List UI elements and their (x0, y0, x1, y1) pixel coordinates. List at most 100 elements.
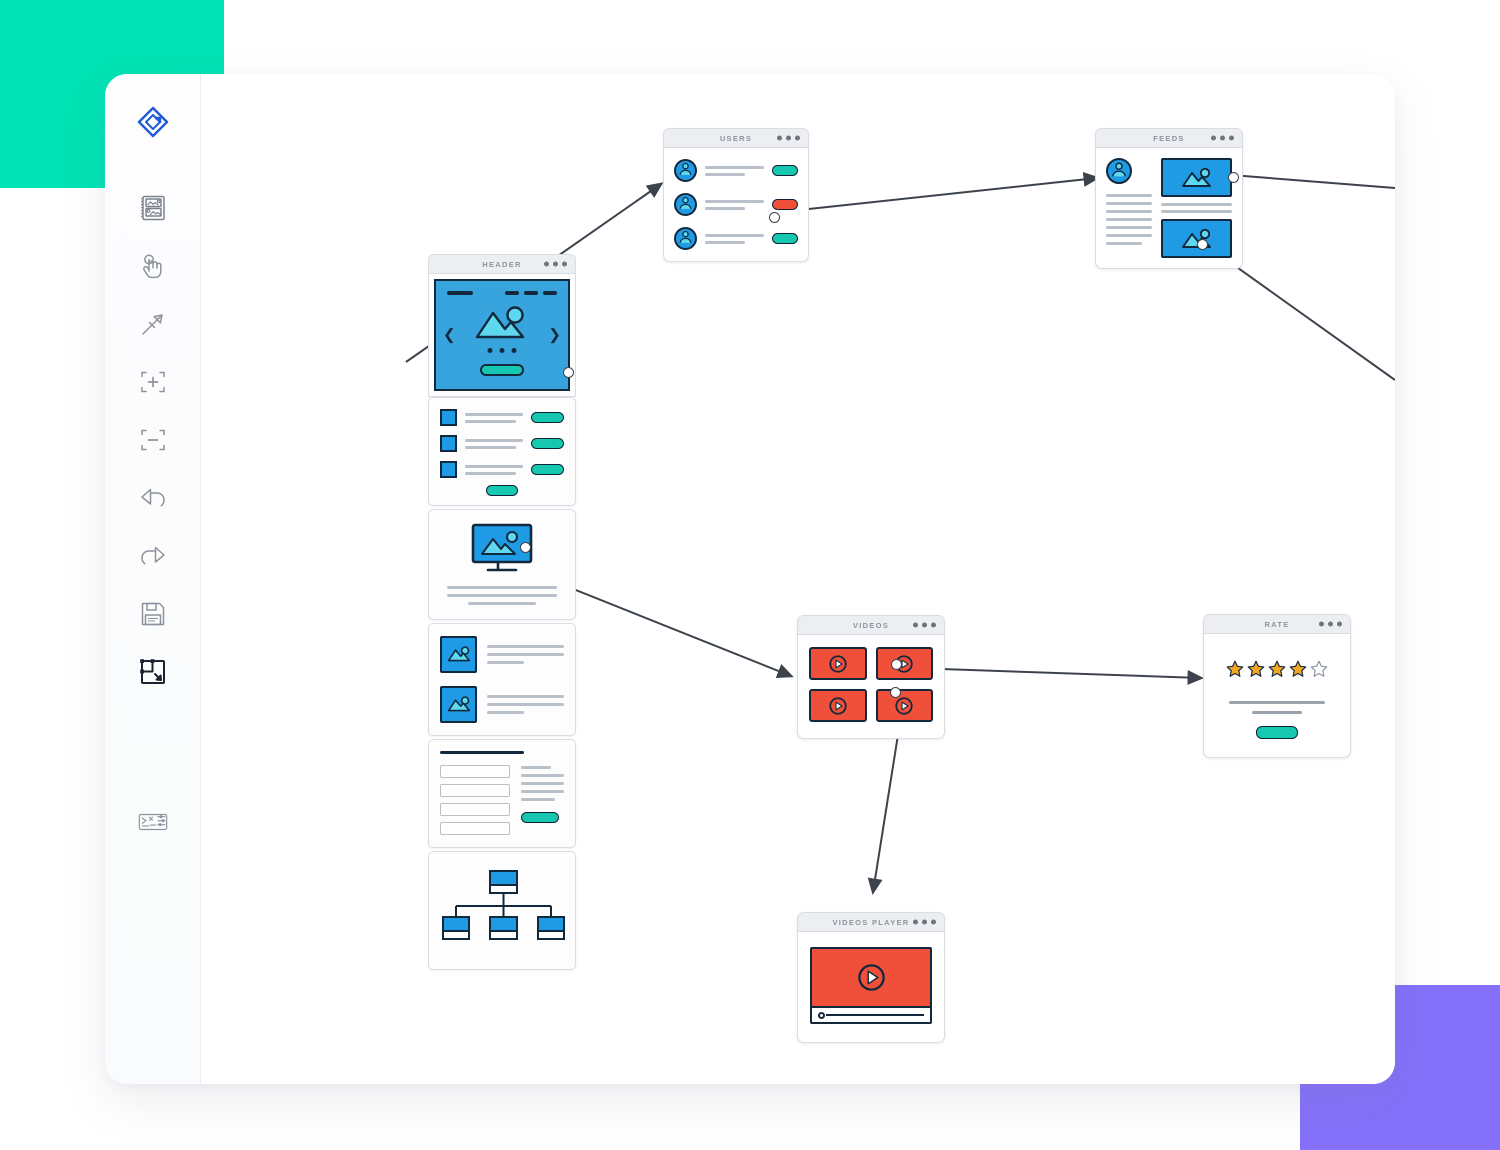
star-empty-icon[interactable] (1310, 660, 1328, 678)
monitor-connector-handle[interactable] (520, 542, 531, 553)
videos-player-titlebar: VIDEOS PLAYER (798, 913, 944, 932)
videos-connector-handle-player[interactable] (889, 687, 901, 698)
phone-section-media-list[interactable] (428, 623, 576, 736)
window-dots-icon (1319, 621, 1342, 627)
window-dots-icon (544, 261, 567, 267)
rate-title: RATE (1264, 619, 1290, 629)
media-thumbnail-icon (440, 636, 477, 673)
undo-arrow-icon[interactable] (127, 472, 179, 524)
videos-body (798, 635, 944, 738)
star-filled-icon[interactable] (1247, 660, 1265, 678)
phone-section-sitemap-tree[interactable] (428, 851, 576, 970)
sitemap-tree-icon (442, 870, 565, 940)
star-filled-icon[interactable] (1289, 660, 1307, 678)
hero-logo-bar (447, 291, 473, 295)
avatar-icon (1106, 158, 1132, 184)
videos-player-body (798, 932, 944, 1042)
star-filled-icon[interactable] (1268, 660, 1286, 678)
form-input-field[interactable] (440, 784, 510, 797)
list-square-icon (440, 409, 457, 426)
video-tile[interactable] (809, 689, 867, 722)
icon-list-more-button[interactable] (486, 485, 518, 496)
star-filled-icon[interactable] (1226, 660, 1244, 678)
logo-diamond-icon[interactable] (127, 96, 179, 148)
avatar-icon (674, 159, 697, 182)
phone-section-monitor-feature[interactable] (428, 509, 576, 620)
user-status-button[interactable] (772, 233, 798, 244)
video-scrubber[interactable] (812, 1006, 930, 1022)
hand-pointer-icon[interactable] (127, 240, 179, 292)
carousel-next-icon[interactable]: ❯ (548, 326, 561, 344)
card-feeds[interactable]: FEEDS (1095, 128, 1243, 269)
user-status-button[interactable] (772, 165, 798, 176)
arrow-cursor-icon[interactable] (127, 298, 179, 350)
rate-submit-button[interactable] (1256, 726, 1298, 739)
form-input-field[interactable] (440, 765, 510, 778)
floppy-disk-icon[interactable] (127, 588, 179, 640)
users-connector-handle[interactable] (769, 212, 780, 223)
video-tile[interactable] (809, 647, 867, 680)
user-status-button[interactable] (772, 199, 798, 210)
redo-arrow-icon[interactable] (127, 530, 179, 582)
user-row (674, 227, 798, 250)
video-tile[interactable] (875, 647, 933, 680)
phone-section-hero-carousel[interactable]: HEADER ❮ ❯ (428, 254, 576, 397)
hero-titlebar: HEADER (429, 255, 575, 274)
user-row (674, 193, 798, 223)
media-thumbnail-icon (440, 686, 477, 723)
scrubber-handle[interactable] (818, 1011, 825, 1019)
feeds-connector-handle-top[interactable] (1228, 172, 1239, 183)
scrubber-track[interactable] (826, 1014, 924, 1016)
card-users[interactable]: USERS (663, 128, 809, 262)
video-player[interactable] (810, 947, 932, 1024)
form-input-field[interactable] (440, 822, 510, 835)
card-videos-player[interactable]: VIDEOS PLAYER (797, 912, 945, 1043)
phone-section-icon-list[interactable] (428, 397, 576, 506)
feeds-body (1096, 148, 1242, 268)
edge-videos-to-rate (912, 667, 1204, 686)
edge-feeds-to-right-top (1230, 174, 1395, 189)
design-canvas[interactable]: HEADER ❮ ❯ (201, 74, 1395, 1084)
avatar-icon (674, 193, 697, 216)
feeds-titlebar: FEEDS (1096, 129, 1242, 148)
window-dots-icon (913, 622, 936, 628)
toolbar-sidebar (105, 74, 201, 1084)
card-rate[interactable]: RATE (1203, 614, 1351, 758)
videos-connector-handle-rate[interactable] (890, 659, 902, 670)
form-input-field[interactable] (440, 803, 510, 816)
phone-section-contact-form[interactable] (428, 739, 576, 848)
hero-connector-handle[interactable] (563, 367, 574, 378)
list-square-icon (440, 435, 457, 452)
row-action-button[interactable] (531, 412, 564, 423)
videos-titlebar: VIDEOS (798, 616, 944, 635)
resize-frame-icon[interactable] (127, 646, 179, 698)
form-heading-bar (440, 751, 525, 754)
users-body (664, 148, 808, 261)
video-tile[interactable] (875, 687, 933, 722)
list-square-icon (440, 461, 457, 478)
monitor-icon (471, 523, 533, 572)
edge-videos-to-player (867, 715, 902, 895)
star-rating[interactable] (1218, 660, 1336, 678)
video-stage[interactable] (812, 949, 930, 1006)
carousel-prev-icon[interactable]: ❮ (443, 326, 456, 344)
row-action-button[interactable] (531, 464, 564, 475)
videos-player-title: VIDEOS PLAYER (832, 917, 910, 927)
user-row (674, 159, 798, 182)
media-list-row (440, 636, 564, 673)
play-button-icon[interactable] (856, 962, 887, 993)
frame-plus-icon[interactable] (127, 356, 179, 408)
phone-wireframe-mockup[interactable]: HEADER ❮ ❯ (428, 254, 576, 973)
card-videos[interactable]: VIDEOS (797, 615, 945, 739)
media-list-row (440, 686, 564, 723)
image-library-icon[interactable] (127, 182, 179, 234)
form-submit-button[interactable] (521, 812, 559, 823)
row-action-button[interactable] (531, 438, 564, 449)
rate-body (1204, 634, 1350, 757)
sliders-panel-icon[interactable] (127, 796, 179, 848)
feeds-connector-handle-bottom[interactable] (1197, 239, 1208, 250)
icon-list-row (440, 435, 564, 452)
hero-cta-button[interactable] (480, 364, 524, 376)
icon-list-row (440, 461, 564, 478)
frame-minus-icon[interactable] (127, 414, 179, 466)
